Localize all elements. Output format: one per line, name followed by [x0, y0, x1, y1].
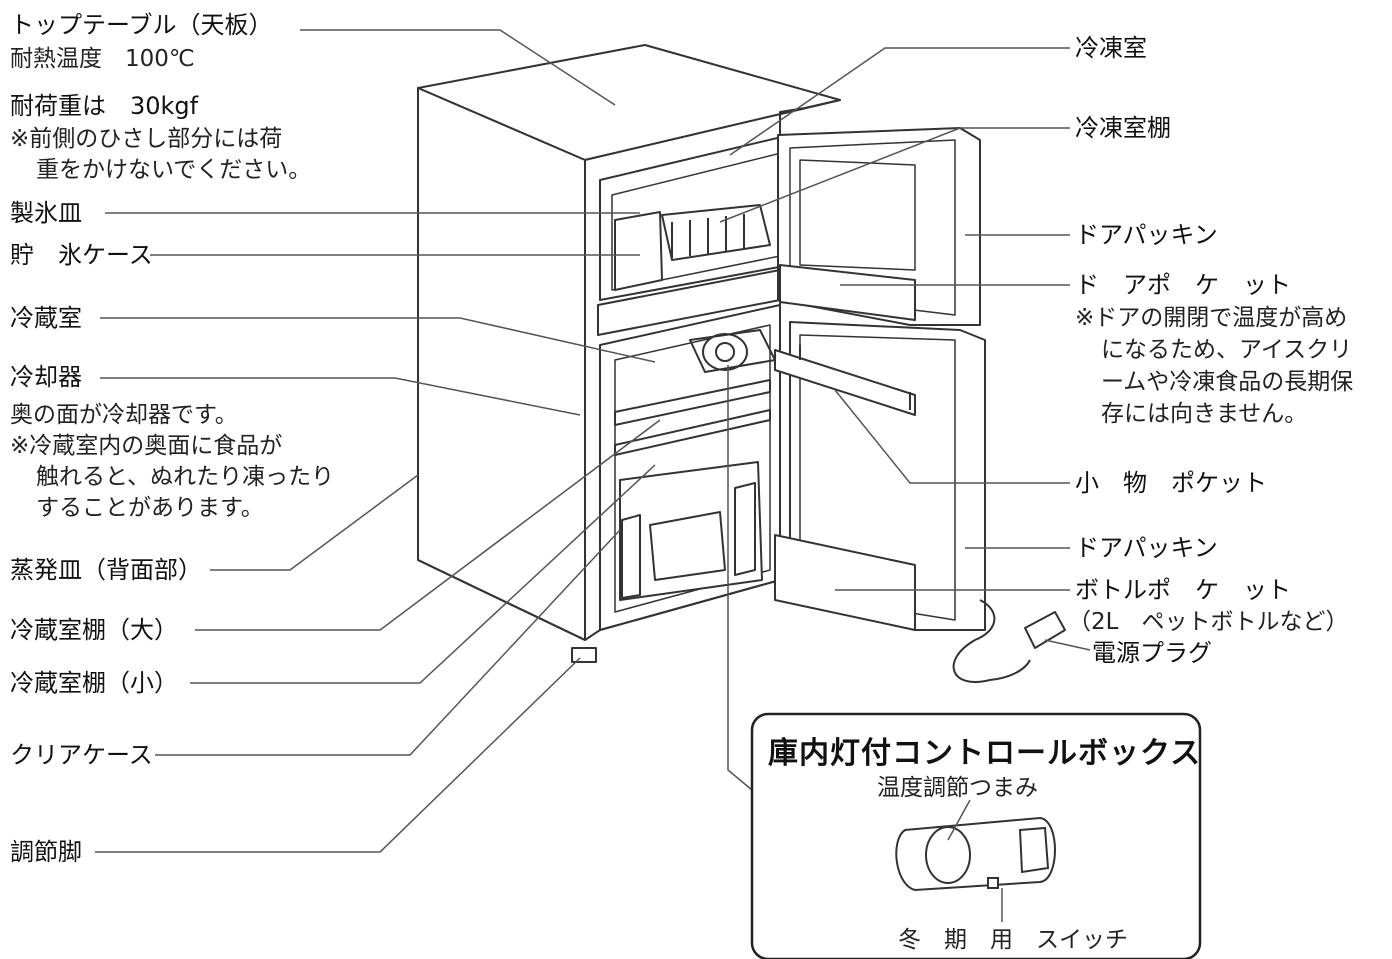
- label-cooler: 冷却器: [10, 363, 82, 391]
- label-freezer: 冷凍室: [1075, 34, 1147, 62]
- shelf-small-shape: [614, 409, 771, 456]
- label-door-pocket: ド アポ ケ ット: [1075, 271, 1291, 299]
- label-power-plug: 電源プラグ: [1092, 639, 1212, 667]
- label-shelf-small: 冷蔵室棚（小）: [10, 669, 178, 697]
- bottle-pocket-shape: [774, 534, 916, 631]
- fridge-side-panel: [417, 87, 586, 641]
- label-door-packing-1: ドアパッキン: [1075, 221, 1218, 249]
- temp-knob-shape: [925, 826, 971, 884]
- door-pocket-shape: [779, 264, 916, 321]
- label-shelf-large: 冷蔵室棚（大）: [10, 616, 178, 644]
- label-cooler-note-1: 奥の面が冷却器です。: [10, 402, 238, 428]
- label-freezer-shelf: 冷凍室棚: [1075, 114, 1171, 142]
- label-heat-resist: 耐熱温度 100℃: [10, 46, 195, 72]
- label-ice-case: 貯 氷ケース: [10, 241, 153, 269]
- label-cooler-note-2: ※冷蔵室内の奥面に食品が: [10, 433, 283, 459]
- small-pocket-shape: [774, 349, 916, 416]
- label-load-note-2: 重をかけないでください。: [36, 157, 312, 183]
- label-door-note-3: ームや冷凍食品の長期保: [1101, 369, 1354, 395]
- label-cooler-note-4: することがあります。: [36, 495, 264, 521]
- control-box-inside: [702, 333, 748, 371]
- label-cooler-note-3: 触れると、ぬれたり凍ったり: [36, 464, 335, 490]
- label-small-pocket: 小 物 ポケット: [1075, 469, 1267, 497]
- power-cord: [952, 599, 1031, 683]
- control-box-title: 庫内灯付コントロールボックス: [768, 736, 1202, 771]
- label-ice-tray: 製氷皿: [10, 199, 82, 227]
- label-bottle-note: （2L ペットボトルなど）: [1068, 609, 1349, 635]
- ice-case-shape: [614, 211, 663, 291]
- label-winter-switch: 冬 期 用 スイッチ: [898, 927, 1128, 953]
- label-door-note-1: ※ドアの開閉で温度が高め: [1075, 305, 1348, 331]
- label-evap-tray: 蒸発皿（背面部）: [10, 556, 202, 584]
- adjust-foot-shape: [571, 647, 597, 663]
- label-load: 耐荷重は 30kgf: [10, 92, 199, 120]
- label-clear-case: クリアケース: [10, 741, 153, 769]
- shelf-large-shape: [614, 379, 771, 426]
- label-fridge-room: 冷蔵室: [10, 304, 82, 332]
- label-load-note-1: ※前側のひさし部分には荷: [10, 126, 283, 152]
- power-plug-shape: [1024, 611, 1066, 649]
- label-top-table: トップテーブル（天板）: [10, 11, 273, 39]
- label-bottle-pocket: ボトルポ ケ ット: [1075, 576, 1291, 604]
- label-door-note-4: 存には向きません。: [1101, 401, 1308, 427]
- label-adjust-foot: 調節脚: [10, 838, 82, 866]
- label-door-packing-2: ドアパッキン: [1075, 534, 1218, 562]
- clear-case-shape: [619, 461, 763, 601]
- label-door-note-2: になるため、アイスクリ: [1101, 337, 1353, 363]
- label-temp-knob: 温度調節つまみ: [877, 775, 1038, 801]
